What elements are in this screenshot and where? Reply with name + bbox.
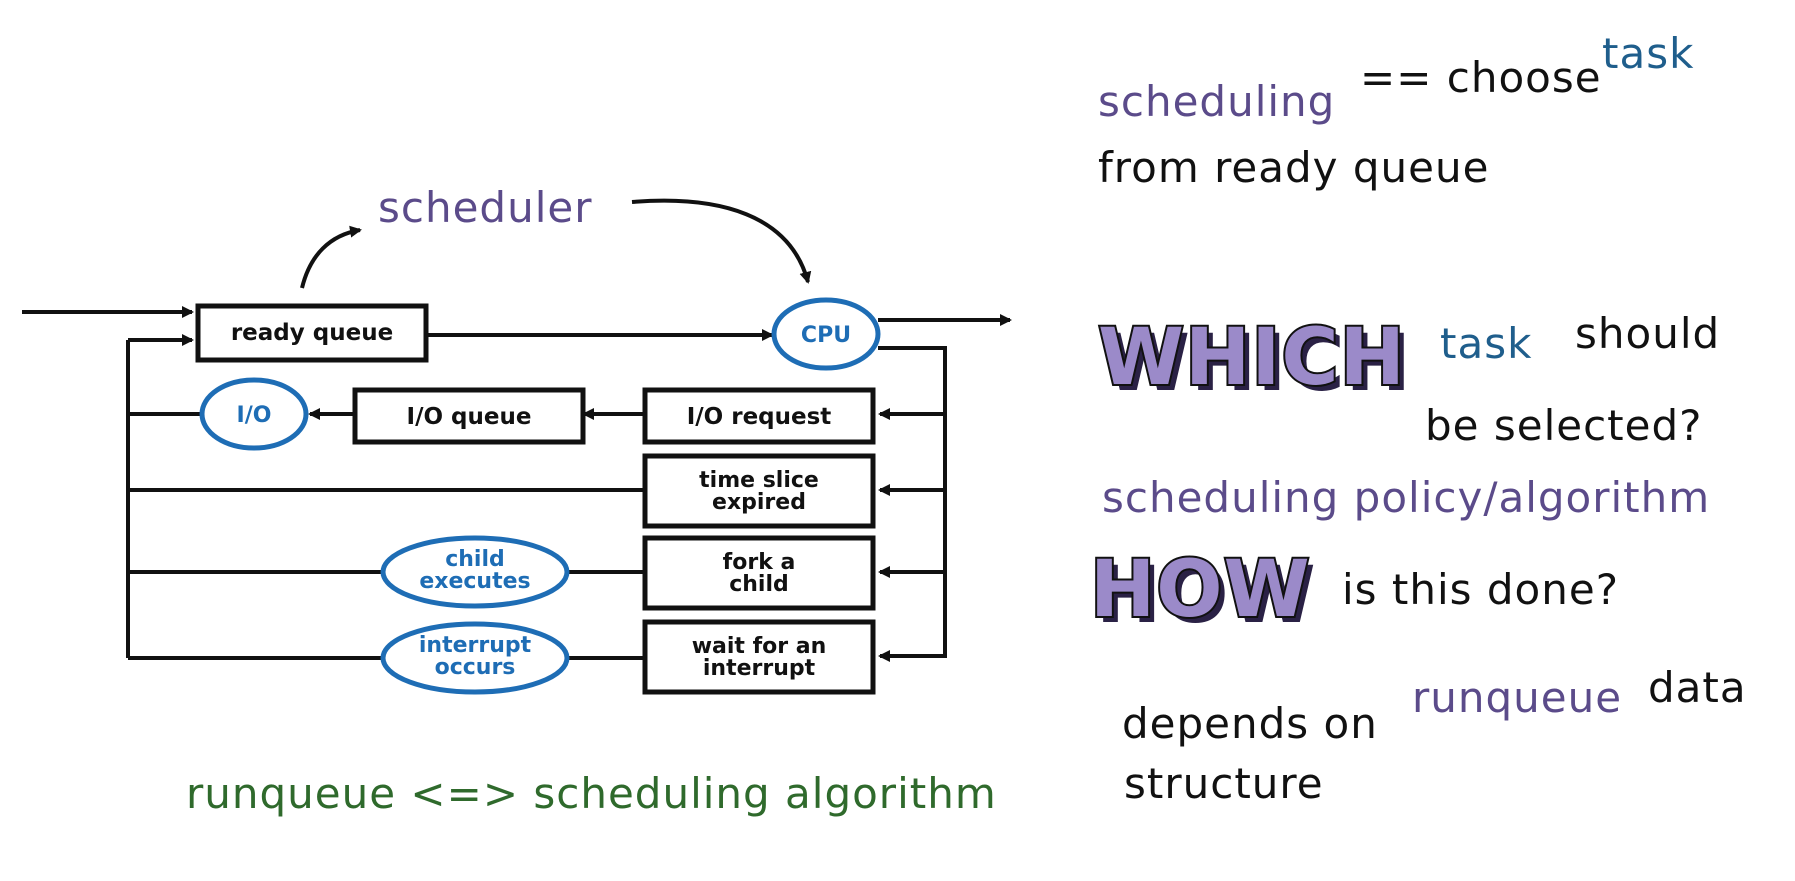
time-slice-box: time slice expired (642, 453, 876, 529)
time-slice-label-line2: expired (712, 490, 806, 515)
fork-child-label-line1: fork a (723, 550, 796, 575)
how-word: HOW (1090, 545, 1311, 635)
note-depends-on: depends on (1122, 699, 1378, 748)
wait-interrupt-label-line1: wait for an (692, 634, 827, 659)
wait-interrupt-label-line2: interrupt (703, 656, 816, 681)
scheduler-arrow-left (300, 225, 362, 289)
cpu-label: CPU (801, 323, 851, 348)
note-data-word: data (1648, 663, 1747, 712)
diagram-caption: runqueue <=> scheduling algorithm (186, 769, 997, 818)
which-task-word: task (1440, 319, 1532, 368)
which-should-word: should (1575, 309, 1720, 358)
note-structure: structure (1124, 759, 1324, 808)
which-be-selected: be selected? (1425, 401, 1702, 450)
note-from-ready-queue: from ready queue (1098, 143, 1489, 192)
io-request-box: I/O request (642, 387, 876, 445)
cpu-oval: CPU (771, 297, 881, 371)
fork-child-label-line2: child (729, 572, 789, 597)
how-rest: is this done? (1342, 565, 1619, 614)
io-queue-box: I/O queue (352, 387, 586, 445)
scheduler-arrow-right (631, 198, 812, 284)
ready-queue-box: ready queue (195, 303, 429, 363)
time-slice-label-line1: time slice (699, 468, 819, 493)
cpu-return-line (878, 346, 947, 658)
note-task-word: task (1602, 29, 1694, 78)
how-shadow: HOW (1096, 551, 1317, 641)
which-word: WHICH (1098, 313, 1406, 403)
child-executes-line2: executes (419, 569, 530, 594)
io-oval: I/O (199, 377, 309, 451)
scheduler-arrows (300, 198, 812, 289)
interrupt-occurs-line2: occurs (435, 655, 516, 680)
interrupt-occurs-oval: interrupt occurs (380, 621, 570, 695)
notes-panel: scheduling == choose task from ready que… (1088, 29, 1747, 808)
note-policy: scheduling policy/algorithm (1102, 473, 1710, 522)
flow-lines (22, 306, 1012, 662)
io-request-label: I/O request (687, 404, 832, 430)
fork-child-box: fork a child (642, 535, 876, 611)
ready-queue-label: ready queue (231, 320, 393, 346)
which-shadow: WHICH (1104, 319, 1412, 409)
wait-interrupt-box: wait for an interrupt (642, 619, 876, 695)
child-executes-line1: child (445, 547, 505, 572)
io-queue-label: I/O queue (407, 404, 532, 430)
left-return-line (126, 412, 200, 658)
io-label: I/O (237, 403, 272, 428)
interrupt-occurs-line1: interrupt (419, 633, 532, 658)
note-choose: == choose (1360, 53, 1602, 102)
scheduler-label: scheduler (378, 183, 593, 232)
note-runqueue-word: runqueue (1412, 673, 1622, 722)
child-executes-oval: child executes (380, 535, 570, 609)
note-scheduling-word: scheduling (1098, 77, 1335, 126)
